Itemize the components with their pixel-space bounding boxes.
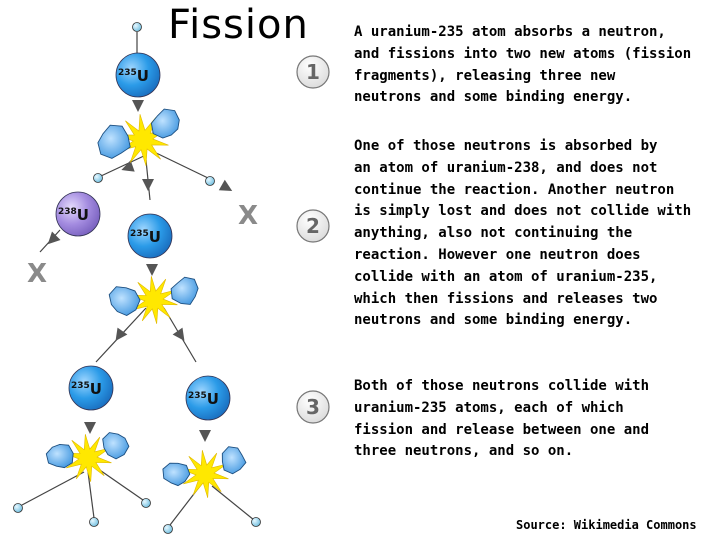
neutron [132, 22, 142, 32]
uranium-atoms: 235U 238U 235U 235U 235U [55, 52, 231, 421]
uranium-235-atom: 235U [68, 365, 114, 411]
path-line [21, 471, 85, 506]
fission-fragments [45, 108, 247, 487]
fission-fragment [97, 124, 131, 159]
direction-arrow [142, 179, 154, 191]
direction-arrow [47, 231, 61, 245]
step-3-badge: 3 [296, 390, 330, 424]
diagram-title: Fission [168, 2, 309, 48]
neutron [13, 503, 23, 513]
neutron [251, 517, 261, 527]
step-2-badge: 2 [296, 209, 330, 243]
direction-arrow [115, 327, 128, 341]
fission-fragment [170, 276, 199, 305]
step-number: 3 [306, 395, 320, 419]
uranium-235-atom: 235U [127, 213, 173, 259]
lost-neutron-mark: X [27, 259, 47, 289]
uranium-235-atom: 235U [185, 375, 231, 421]
isotope-label: 238U [58, 206, 89, 224]
path-line [149, 149, 209, 179]
fission-fragment [108, 286, 141, 317]
direction-arrows [47, 100, 233, 442]
step-1-badge: 1 [296, 55, 330, 89]
direction-arrow [121, 160, 135, 172]
source-credit: Source: Wikimedia Commons [516, 518, 697, 532]
energy-bursts [64, 114, 229, 498]
fission-fragment [162, 462, 191, 487]
direction-arrow [146, 264, 158, 276]
neutron [141, 498, 151, 508]
path-line [93, 465, 144, 501]
path-line [100, 154, 147, 177]
direction-arrow [172, 327, 185, 341]
lost-markers: XX [27, 201, 258, 289]
fission-fragment [45, 443, 74, 469]
fission-fragment [102, 432, 130, 460]
direction-arrow [84, 422, 96, 434]
neutron [93, 173, 103, 183]
isotope-label: 235U [130, 228, 161, 246]
path-line [211, 485, 255, 521]
neutron [205, 176, 215, 186]
uranium-235-atom: 235U [115, 52, 161, 98]
lost-neutron-mark: X [238, 201, 258, 231]
isotope-label: 235U [71, 380, 102, 398]
isotope-label: 235U [118, 67, 149, 85]
uranium-238-atom: 238U [55, 191, 101, 237]
step-3-description: Both of those neutrons collide with uran… [354, 378, 650, 460]
neutron [163, 524, 173, 534]
step-number: 1 [306, 60, 320, 84]
direction-arrow [199, 430, 211, 442]
neutrons [13, 22, 261, 534]
step-2-description: One of those neutrons is absorbed by an … [354, 138, 692, 329]
path-line [87, 471, 95, 519]
direction-arrow [132, 100, 144, 112]
step-number: 2 [306, 214, 320, 238]
step-badges: 1 2 3 [296, 55, 330, 424]
isotope-label: 235U [188, 390, 219, 408]
step-1-description: A uranium-235 atom absorbs a neutron, an… [354, 24, 692, 106]
fission-fragment [221, 446, 247, 475]
direction-arrow [218, 179, 233, 191]
neutron [89, 517, 99, 527]
fission-fragment [150, 108, 180, 139]
